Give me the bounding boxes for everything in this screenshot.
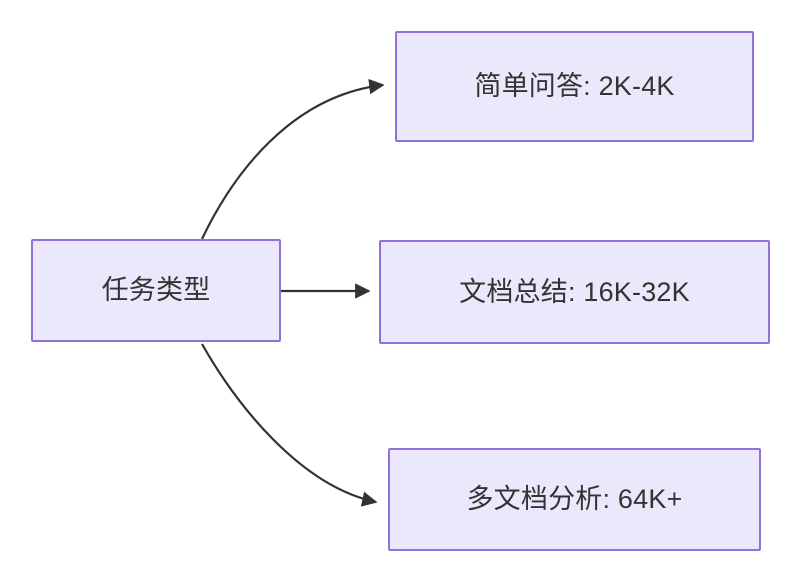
node-task-type[interactable]: 任务类型 [31,239,281,342]
edge-root-to-multi-doc [201,343,378,507]
node-label: 简单问答: 2K-4K [474,71,675,102]
edge-root-to-simple-qa [201,78,385,240]
node-label: 任务类型 [101,275,211,306]
node-simple-qa[interactable]: 简单问答: 2K-4K [395,31,754,142]
node-label: 文档总结: 16K-32K [459,276,690,307]
node-doc-summary[interactable]: 文档总结: 16K-32K [379,240,770,344]
node-label: 多文档分析: 64K+ [466,484,683,515]
node-multi-doc[interactable]: 多文档分析: 64K+ [388,448,761,551]
